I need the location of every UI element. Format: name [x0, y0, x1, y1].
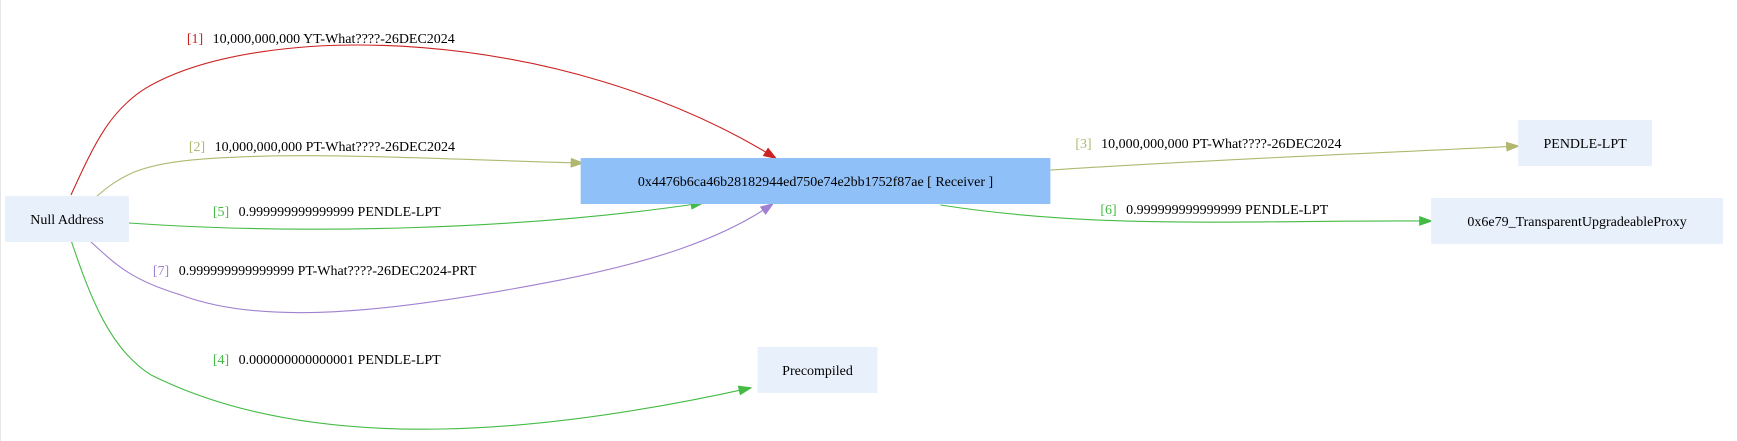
edge-6: [6] 0.999999999999999 PENDLE-LPT: [940, 203, 1434, 226]
edge-3-line: [1050, 141, 1521, 171]
edge-7-line: [88, 202, 775, 314]
edge-5-text: 0.999999999999999 PENDLE-LPT: [239, 205, 441, 220]
node-receiver[interactable]: 0x4476b6ca46b28182944ed750e74e2bb1752f87…: [580, 158, 1051, 205]
edge-2-tag: [2]: [189, 140, 205, 155]
node-precompiled[interactable]: Precompiled: [757, 346, 878, 393]
edge-5-tag: [5]: [213, 205, 229, 220]
edge-4-line: [70, 239, 753, 430]
edge-1: [1] 10,000,000,000 YT-What????-26DEC2024: [70, 32, 778, 196]
node-proxy[interactable]: 0x6e79_TransparentUpgradeableProxy: [1431, 198, 1724, 244]
node-receiver-label: 0x4476b6ca46b28182944ed750e74e2bb1752f87…: [638, 175, 993, 190]
edge-3-tag: [3]: [1075, 137, 1091, 152]
edge-2-text: 10,000,000,000 PT-What????-26DEC2024: [215, 140, 455, 155]
edge-6-tag: [6]: [1100, 203, 1116, 218]
edge-7: [7] 0.999999999999999 PT-What????-26DEC2…: [88, 202, 775, 314]
edge-1-tag: [1]: [187, 32, 203, 47]
edge-4-tag: [4]: [213, 353, 229, 368]
edge-1-label: [1] 10,000,000,000 YT-What????-26DEC2024: [187, 32, 455, 47]
edge-6-line: [940, 204, 1434, 226]
edge-2: [2] 10,000,000,000 PT-What????-26DEC2024: [95, 140, 585, 198]
edge-4-label: [4] 0.000000000000001 PENDLE-LPT: [213, 353, 441, 368]
edge-5-label: [5] 0.999999999999999 PENDLE-LPT: [213, 205, 441, 220]
node-pendle-lpt[interactable]: PENDLE-LPT: [1518, 120, 1653, 167]
edge-7-text: 0.999999999999999 PT-What????-26DEC2024-…: [179, 264, 477, 279]
node-proxy-label: 0x6e79_TransparentUpgradeableProxy: [1467, 215, 1686, 230]
edge-2-label: [2] 10,000,000,000 PT-What????-26DEC2024: [189, 140, 455, 155]
node-null-address-label: Null Address: [30, 213, 103, 228]
edge-4-text: 0.000000000000001 PENDLE-LPT: [239, 353, 441, 368]
edge-4: [4] 0.000000000000001 PENDLE-LPT: [70, 239, 753, 430]
edge-3-label: [3] 10,000,000,000 PT-What????-26DEC2024: [1075, 137, 1341, 152]
edge-6-text: 0.999999999999999 PENDLE-LPT: [1126, 203, 1328, 218]
edge-3: [3] 10,000,000,000 PT-What????-26DEC2024: [1050, 137, 1521, 171]
node-pendle-lpt-label: PENDLE-LPT: [1544, 137, 1628, 152]
node-null-address[interactable]: Null Address: [4, 196, 129, 242]
edge-1-text: 10,000,000,000 YT-What????-26DEC2024: [213, 32, 455, 47]
node-precompiled-label: Precompiled: [782, 364, 853, 379]
edge-7-label: [7] 0.999999999999999 PT-What????-26DEC2…: [153, 264, 477, 279]
edge-5-line: [128, 199, 705, 230]
edge-6-label: [6] 0.999999999999999 PENDLE-LPT: [1100, 203, 1328, 218]
edge-1-line: [70, 44, 778, 196]
edge-5: [5] 0.999999999999999 PENDLE-LPT: [128, 199, 705, 230]
edge-7-tag: [7]: [153, 264, 169, 279]
edge-2-line: [95, 155, 585, 198]
edge-3-text: 10,000,000,000 PT-What????-26DEC2024: [1101, 137, 1341, 152]
